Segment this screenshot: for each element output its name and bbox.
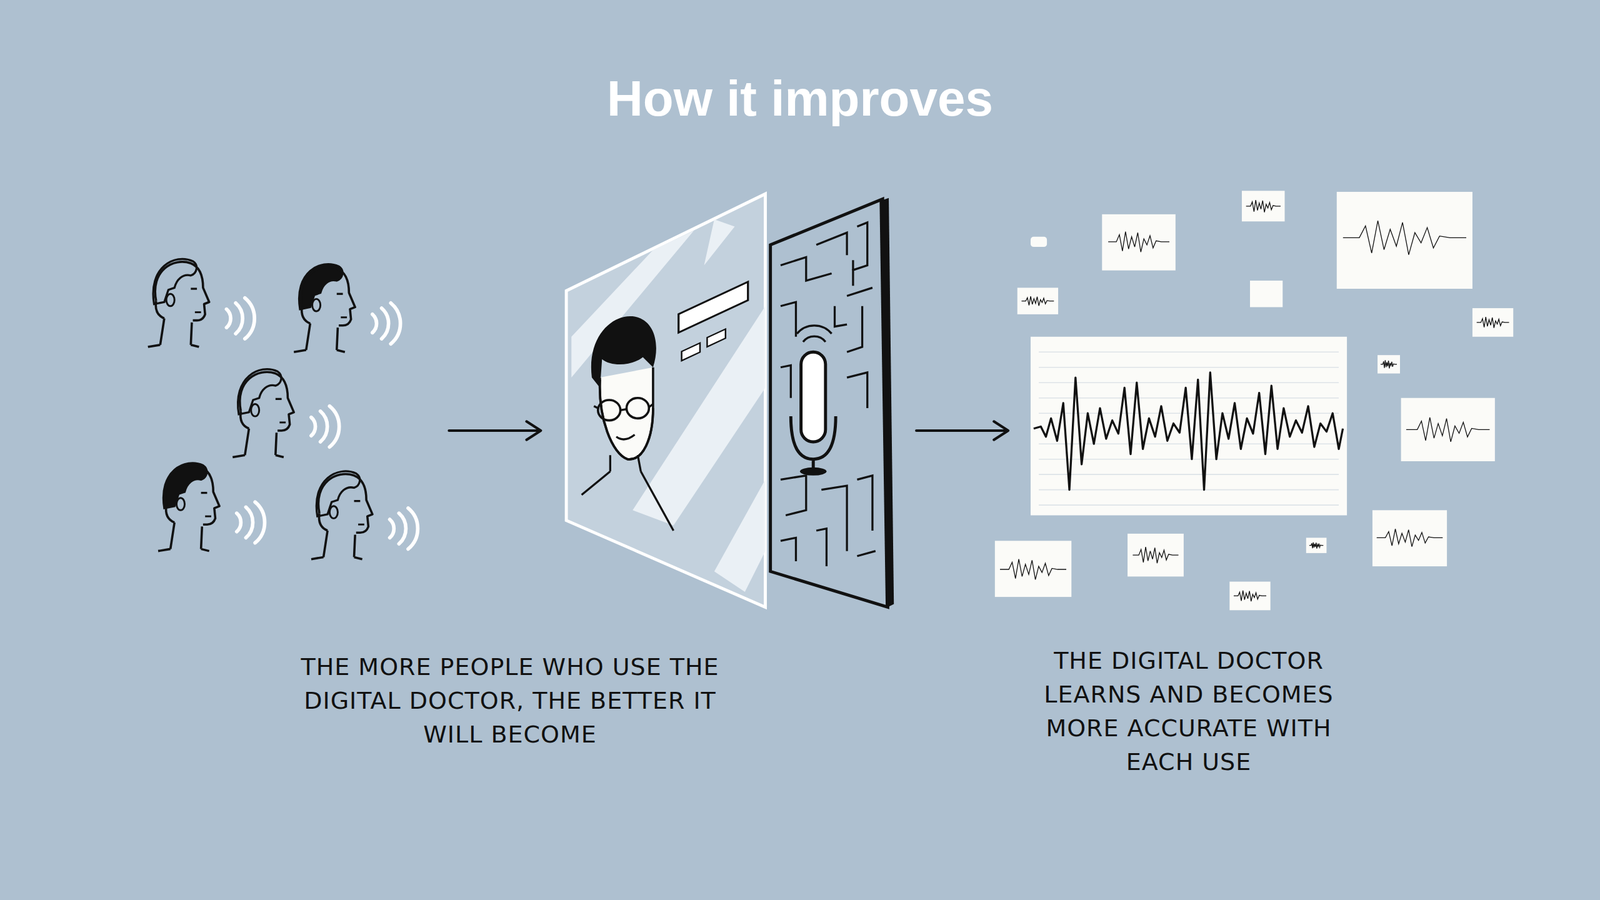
waveform-card (1030, 236, 1047, 247)
waveform-card (995, 540, 1072, 597)
waveform-card (1372, 510, 1447, 567)
sound-waves (311, 406, 340, 447)
waveform (1233, 590, 1267, 602)
circuit-panel (770, 198, 889, 607)
digital-doctor-device (566, 193, 894, 609)
main-waveform-card (1030, 336, 1347, 516)
waveform-card (1127, 533, 1184, 577)
mic-base (800, 467, 827, 476)
waveform (1380, 360, 1397, 369)
waveform-cards (995, 190, 1514, 610)
waveform-card (1306, 537, 1327, 553)
doctor-face (581, 316, 674, 531)
waveform (1476, 316, 1509, 328)
panel-edge (879, 198, 894, 609)
waveform-card (1250, 280, 1283, 307)
waveform (1021, 296, 1054, 306)
diagram-title: How it improves (0, 70, 1600, 128)
arrow (448, 421, 541, 440)
caption: THE DIGITAL DOCTOR LEARNS AND BECOMES MO… (1026, 643, 1352, 779)
sound-waves (226, 298, 255, 339)
people-speaking (148, 258, 419, 559)
person-head (311, 471, 373, 560)
mic-stand (790, 416, 836, 470)
waveform (1376, 528, 1443, 547)
waveform (1343, 220, 1467, 255)
waveform (1132, 546, 1179, 564)
waveform-card (1017, 287, 1059, 314)
main-waveform (1033, 372, 1344, 490)
sound-waves (390, 508, 419, 549)
screen-panel (566, 193, 765, 607)
waveform-card (1101, 214, 1176, 271)
waveform-card (1472, 308, 1514, 337)
sound-waves (236, 501, 265, 543)
waveform-card (1377, 355, 1400, 374)
circuit-lines (780, 222, 876, 567)
person-head (158, 463, 220, 552)
waveform (1108, 231, 1170, 253)
mic-signal (796, 325, 832, 342)
waveform (1309, 542, 1324, 549)
person-head (232, 369, 294, 458)
person-head (293, 264, 355, 353)
person-head (148, 258, 210, 347)
waveform-card (1229, 581, 1270, 611)
screen-ui (706, 328, 725, 347)
caption: THE MORE PEOPLE WHO USE THE DIGITAL DOCT… (297, 650, 723, 752)
waveform (1000, 559, 1067, 580)
waveform-card (1401, 398, 1495, 462)
glass-shine (571, 219, 765, 592)
waveform (1406, 417, 1490, 442)
arrow (916, 421, 1009, 440)
screen-ui (681, 343, 700, 361)
waveform-card (1241, 190, 1285, 222)
sound-waves (372, 303, 401, 344)
screen-ui (678, 281, 749, 333)
waveform-card (1336, 191, 1473, 289)
waveform (1245, 200, 1281, 213)
microphone (801, 351, 826, 442)
